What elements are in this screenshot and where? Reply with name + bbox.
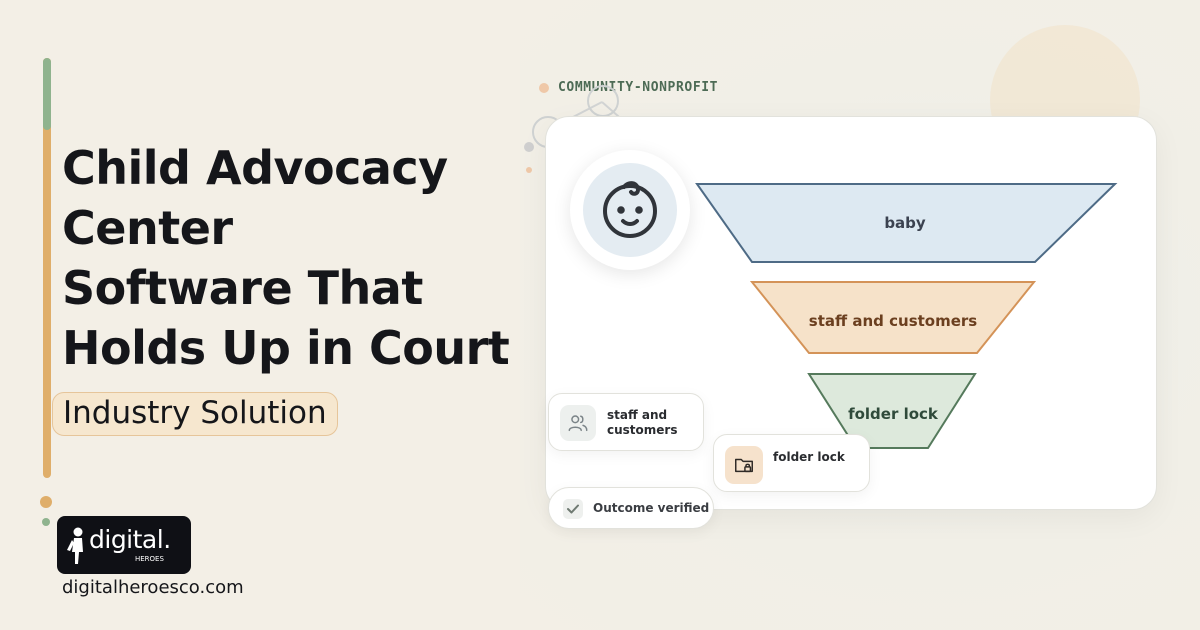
funnel-stage-3 [807, 373, 977, 449]
headline: Child Advocacy Center Software That Hold… [62, 138, 532, 378]
headline-line-4: Holds Up in Court [62, 321, 510, 375]
headline-line-1: Child Advocacy [62, 141, 448, 195]
accent-bar [43, 58, 51, 478]
funnel-stage-2-label: staff and customers [808, 312, 978, 330]
decorative-dot [40, 496, 52, 508]
users-icon [568, 415, 588, 432]
funnel-stage-3-label: folder lock [848, 405, 938, 423]
outcome-chip-label: Outcome verified [593, 501, 710, 515]
funnel-stage-2 [749, 281, 1037, 354]
logo-wordmark: digital. [89, 525, 171, 554]
outcome-chip[interactable]: Outcome verified [548, 487, 714, 529]
category-dot [539, 83, 549, 93]
folder-lock-icon [735, 458, 753, 473]
decorative-dot [526, 167, 532, 173]
headline-line-2: Center [62, 201, 233, 255]
website-url[interactable]: digitalheroesco.com [62, 577, 244, 598]
decorative-dot [524, 142, 534, 152]
headline-line-3: Software That [62, 261, 423, 315]
category-label: COMMUNITY-NONPROFIT [558, 80, 719, 95]
brand-logo[interactable]: digital. HEROES [57, 516, 191, 574]
avatar [570, 150, 690, 270]
funnel-stage-1 [695, 183, 1118, 263]
funnel-diagram [695, 183, 1118, 449]
logo-subtext: HEROES [135, 555, 164, 563]
staff-chip[interactable]: staff and customers [548, 393, 704, 451]
industry-tag: Industry Solution [52, 392, 338, 436]
folder-chip[interactable]: folder lock [713, 434, 870, 492]
accent-bar-highlight [43, 58, 51, 130]
decorative-dot [42, 518, 50, 526]
check-icon [563, 499, 583, 519]
hero-figure-icon [67, 527, 83, 564]
funnel-stage-1-label: baby [884, 214, 926, 232]
staff-chip-label: staff and customers [607, 408, 678, 437]
folder-chip-label: folder lock [773, 450, 845, 464]
baby-face-icon [603, 181, 657, 238]
